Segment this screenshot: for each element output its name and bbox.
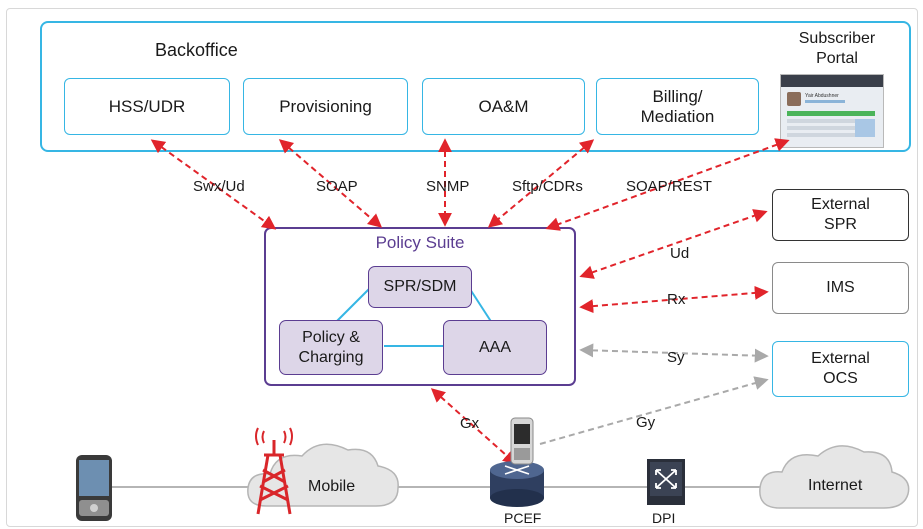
smartphone-icon xyxy=(510,417,534,465)
soap-rest-label: SOAP/REST xyxy=(626,178,712,195)
subscriber-portal-screenshot: Yair Abdushner xyxy=(780,74,884,148)
backoffice-container xyxy=(40,21,911,152)
hss-udr-box: HSS/UDR xyxy=(64,78,230,135)
gy-label: Gy xyxy=(636,414,656,431)
cell-tower-icon xyxy=(255,427,293,515)
dpi-label: DPI xyxy=(652,510,676,526)
ud-label: Ud xyxy=(670,245,690,262)
policy-charging-box: Policy & Charging xyxy=(279,320,383,375)
policy-suite-title: Policy Suite xyxy=(375,233,465,252)
aaa-box: AAA xyxy=(443,320,547,375)
router-icon xyxy=(490,461,544,507)
red-interface-arrows xyxy=(150,138,790,465)
oam-box: OA&M xyxy=(422,78,585,135)
ims-box: IMS xyxy=(772,262,909,314)
pcef-label: PCEF xyxy=(504,510,542,526)
external-spr-box: External SPR xyxy=(772,189,909,241)
dpi-appliance-icon xyxy=(647,459,685,505)
external-ocs-box: External OCS xyxy=(772,341,909,397)
spr-sdm-box: SPR/SDM xyxy=(368,266,472,308)
swx-ud-label: Swx/Ud xyxy=(193,178,245,195)
mobile-label: Mobile xyxy=(308,478,356,495)
avatar xyxy=(787,92,801,106)
gx-label: Gx xyxy=(460,415,480,432)
soap-label: SOAP xyxy=(316,178,358,195)
internet-label: Internet xyxy=(808,477,863,494)
outer-frame xyxy=(6,8,918,527)
provisioning-box: Provisioning xyxy=(243,78,408,135)
rx-label: Rx xyxy=(667,291,686,308)
snmp-label: SNMP xyxy=(426,178,470,195)
sy-label: Sy xyxy=(667,349,685,366)
handset-icon xyxy=(76,455,112,521)
portal-user-name: Yair Abdushner xyxy=(805,93,839,99)
subscriber-portal-title: Subscriber Portal xyxy=(798,30,876,67)
internet-cloud-icon xyxy=(759,445,910,509)
gray-interface-arrows xyxy=(539,343,769,445)
sftp-cdrs-label: Sftp/CDRs xyxy=(512,178,583,195)
billing-mediation-box: Billing/ Mediation xyxy=(596,78,759,135)
backoffice-title: Backoffice xyxy=(155,40,238,60)
